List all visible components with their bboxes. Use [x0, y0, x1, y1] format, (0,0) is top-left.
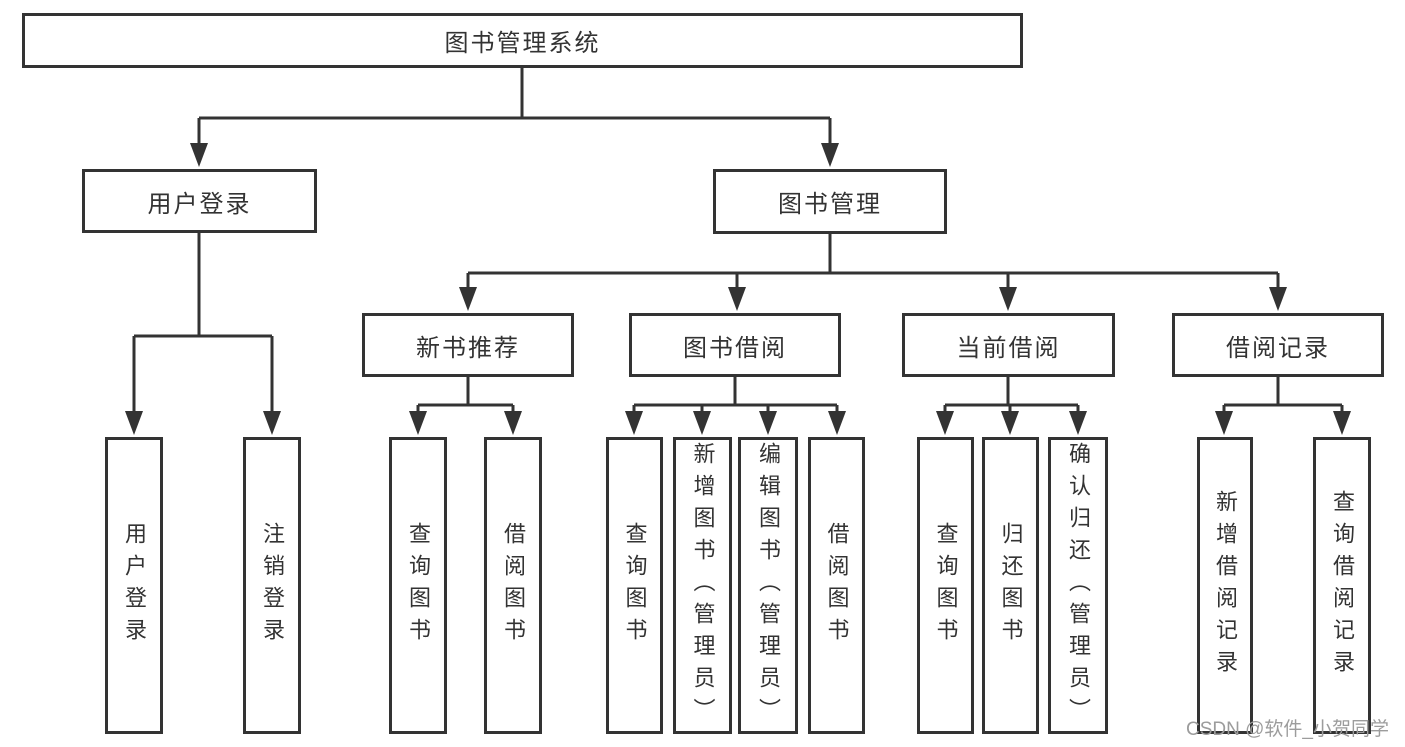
node-user-login-label: 用户登录	[147, 190, 252, 218]
leaf-bb-add-books-admin: 新增图书（管理员）	[673, 437, 732, 734]
leaf-nbr-query-books-label: 查询图书	[406, 521, 431, 650]
leaf-br-query-record: 查询借阅记录	[1313, 437, 1371, 734]
leaf-br-add-record-label: 新增借阅记录	[1213, 489, 1238, 682]
leaf-user-login: 用户登录	[105, 437, 163, 734]
leaf-cb-query-books: 查询图书	[917, 437, 974, 734]
node-current-borrowing-label: 当前借阅	[956, 334, 1061, 362]
node-book-management-label: 图书管理	[778, 191, 882, 218]
leaf-cb-return-books-label: 归还图书	[998, 521, 1024, 650]
leaf-logout-login: 注销登录	[243, 437, 301, 734]
leaf-br-add-record: 新增借阅记录	[1197, 437, 1253, 734]
connector-edges	[132, 68, 1344, 414]
node-new-book-recommend: 新书推荐	[362, 313, 574, 377]
node-user-login: 用户登录	[82, 169, 317, 233]
node-book-borrowing: 图书借阅	[629, 313, 841, 377]
leaf-bb-add-books-admin-label: 新增图书（管理员）	[690, 441, 716, 730]
node-current-borrowing: 当前借阅	[902, 313, 1115, 377]
leaf-bb-edit-books-admin: 编辑图书（管理员）	[738, 437, 798, 734]
leaf-bb-query-books-label: 查询图书	[622, 521, 648, 650]
node-book-borrowing-label: 图书借阅	[683, 334, 787, 362]
leaf-br-query-record-label: 查询借阅记录	[1330, 489, 1355, 682]
leaf-user-login-label: 用户登录	[122, 521, 147, 650]
leaf-bb-query-books: 查询图书	[606, 437, 663, 734]
node-root: 图书管理系统	[22, 13, 1023, 68]
node-new-book-recommend-label: 新书推荐	[416, 334, 520, 362]
leaf-bb-borrow-books-label: 借阅图书	[824, 521, 850, 650]
node-root-label: 图书管理系统	[444, 30, 601, 57]
leaf-cb-confirm-return-admin: 确认归还（管理员）	[1048, 437, 1108, 734]
node-borrow-records: 借阅记录	[1172, 313, 1384, 377]
leaf-cb-return-books: 归还图书	[982, 437, 1039, 734]
leaf-bb-edit-books-admin-label: 编辑图书（管理员）	[756, 441, 781, 730]
watermark: CSDN @软件_小贺同学	[1186, 719, 1389, 740]
leaf-cb-query-books-label: 查询图书	[933, 521, 959, 650]
leaf-nbr-borrow-books-label: 借阅图书	[501, 521, 526, 650]
arrowheads	[125, 143, 1351, 435]
leaf-cb-confirm-return-admin-label: 确认归还（管理员）	[1066, 441, 1091, 730]
leaf-bb-borrow-books: 借阅图书	[808, 437, 865, 734]
leaf-logout-login-label: 注销登录	[260, 521, 285, 650]
node-borrow-records-label: 借阅记录	[1226, 334, 1330, 362]
leaf-nbr-borrow-books: 借阅图书	[484, 437, 542, 734]
node-book-management: 图书管理	[713, 169, 947, 234]
leaf-nbr-query-books: 查询图书	[389, 437, 447, 734]
